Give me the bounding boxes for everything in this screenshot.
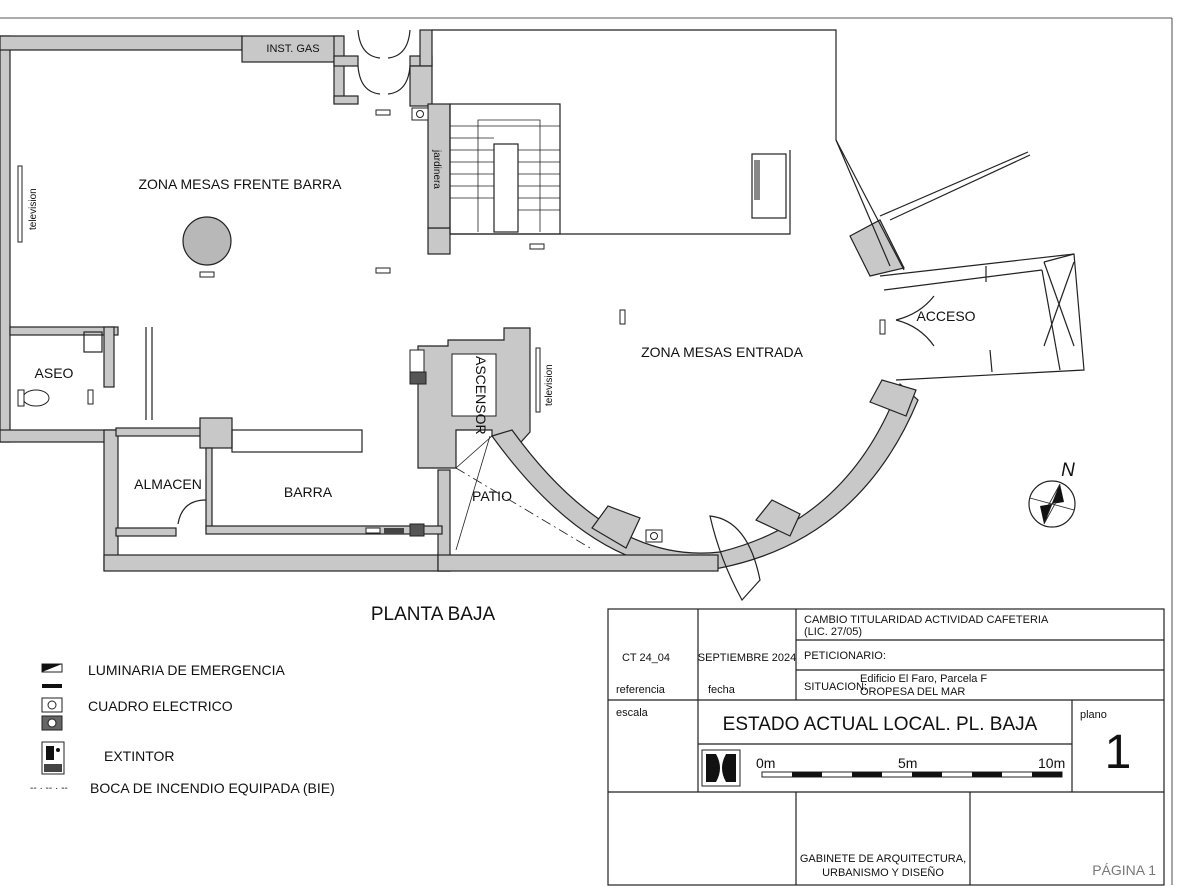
logo-icon: [701, 749, 741, 787]
label-television-right: television: [544, 364, 555, 406]
outer-walls: [0, 29, 919, 572]
plan-title: PLANTA BAJA: [371, 604, 496, 625]
label-zona-mesas-barra: ZONA MESAS FRENTE BARRA: [138, 176, 342, 192]
tb-fecha-value: SEPTIEMBRE 2024: [698, 652, 796, 664]
tb-referencia-label: referencia: [616, 684, 666, 696]
electric-panels: [384, 107, 663, 543]
scale-10: 10m: [1038, 755, 1065, 771]
tb-escala-label: escala: [616, 707, 649, 719]
tb-plano-title: ESTADO ACTUAL LOCAL. PL. BAJA: [723, 714, 1038, 735]
label-patio: PATIO: [472, 488, 512, 504]
label-television-left: television: [28, 188, 39, 230]
tb-plano-number: 1: [1105, 726, 1132, 779]
tb-pagina: PÁGINA 1: [1092, 862, 1156, 878]
tb-situacion-line2: OROPESA DEL MAR: [860, 686, 965, 698]
legend-extintor: EXTINTOR: [104, 748, 175, 764]
legend-bie: BOCA DE INCENDIO EQUIPADA (BIE): [90, 780, 335, 796]
title-block: [607, 608, 1165, 886]
scale-5: 5m: [898, 755, 917, 771]
tb-gabinete-line2: URBANISMO Y DISEÑO: [822, 866, 944, 879]
tb-peticionario: PETICIONARIO:: [804, 650, 886, 662]
tb-proyecto-line1: CAMBIO TITULARIDAD ACTIVIDAD CAFETERIA: [804, 614, 1049, 626]
label-jardinera: jardinera: [431, 149, 442, 189]
label-barra: BARRA: [284, 484, 333, 500]
tb-gabinete-line1: GABINETE DE ARQUITECTURA,: [800, 853, 966, 865]
tb-fecha-label: fecha: [708, 684, 736, 696]
label-zona-mesas-entrada: ZONA MESAS ENTRADA: [641, 344, 803, 360]
label-inst-gas: INST. GAS: [266, 43, 319, 55]
tb-referencia-value: CT 24_04: [622, 652, 670, 664]
scale-bar: [761, 771, 1063, 778]
outlines: [17, 29, 1085, 602]
scale-0: 0m: [756, 755, 775, 771]
legend-bie-symbol: -- · -- · --: [30, 783, 68, 794]
north-arrow-icon: [1028, 480, 1076, 528]
tb-plano-label: plano: [1080, 709, 1107, 721]
electric-panel-icon: [41, 697, 63, 731]
label-almacen: ALMACEN: [134, 476, 202, 492]
legend-emergencia: LUMINARIA DE EMERGENCIA: [88, 662, 285, 678]
tb-proyecto-line2: (LIC. 27/05): [804, 626, 862, 638]
emergency-lights: [87, 109, 886, 534]
label-ascensor: ASCENSOR: [473, 356, 489, 435]
extinguisher-icon: [41, 741, 65, 775]
tb-situacion-label: SITUACION:: [804, 681, 867, 693]
emergency-light-icon: [41, 663, 63, 688]
legend: LUMINARIA DE EMERGENCIA CUADRO ELECTRICO…: [30, 662, 335, 796]
label-acceso: ACCESO: [916, 308, 975, 324]
label-aseo: ASEO: [35, 365, 74, 381]
legend-cuadro: CUADRO ELECTRICO: [88, 698, 233, 714]
north-label: N: [1061, 460, 1075, 481]
tb-situacion-line1: Edificio El Faro, Parcela F: [860, 673, 987, 685]
